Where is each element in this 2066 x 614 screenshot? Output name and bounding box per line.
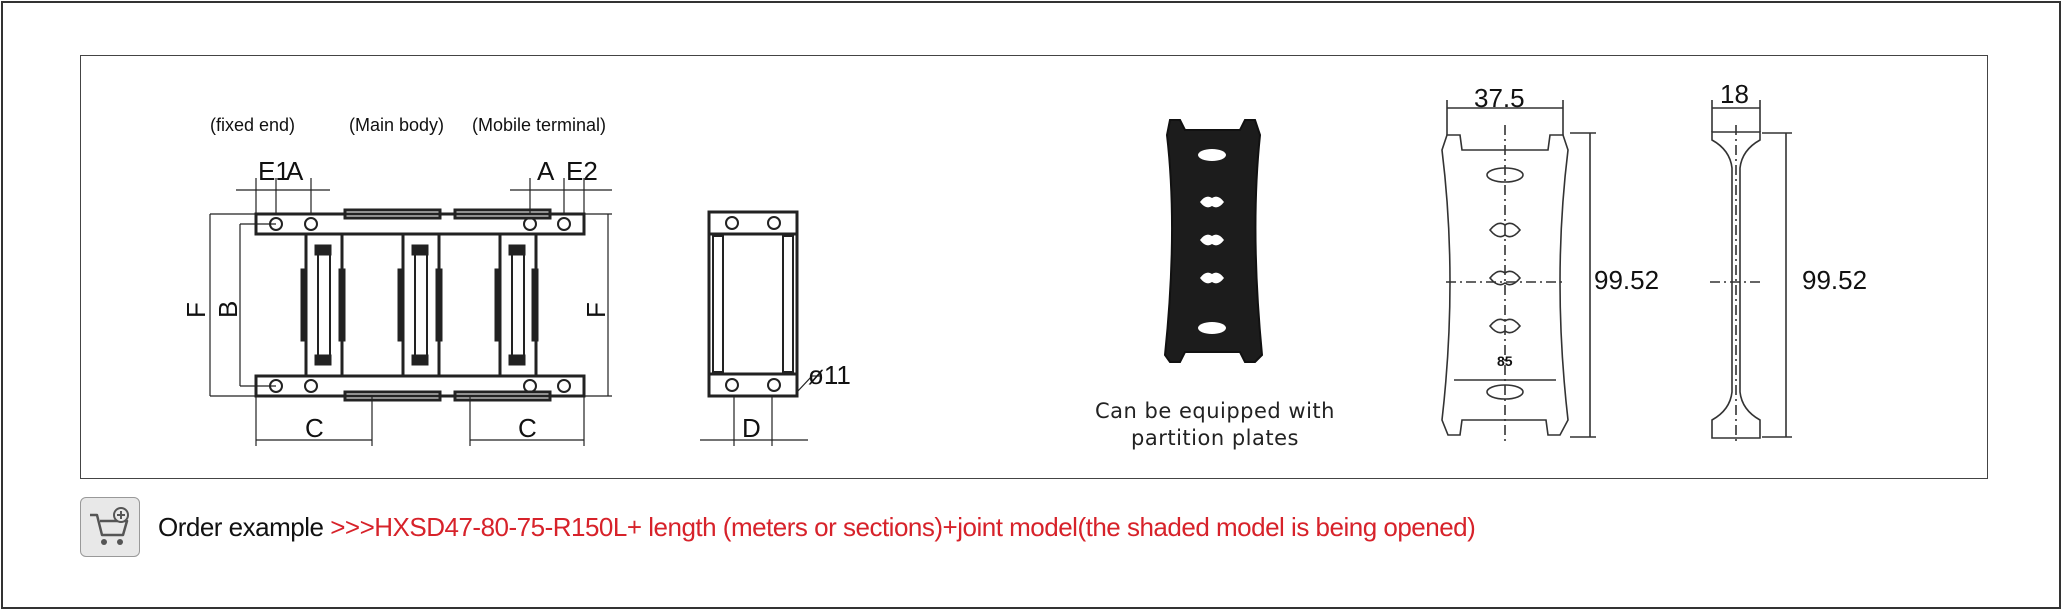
dim-a-right-label: A [537, 156, 555, 186]
dim-width-37-5: 37.5 [1474, 83, 1525, 113]
plate-mark-85: 85 [1497, 353, 1513, 369]
fixed-end-label: (fixed end) [210, 115, 295, 135]
dim-b-label: B [213, 301, 243, 318]
order-example-text: Order example >>>HXSD47-80-75-R150L+ len… [158, 511, 1476, 543]
cross-section-dimension-lines [700, 375, 822, 446]
dim-c-left-label: C [305, 413, 324, 443]
shopping-cart-add-icon[interactable] [80, 497, 140, 557]
order-example-row: Order example >>>HXSD47-80-75-R150L+ len… [80, 494, 1476, 560]
side-view-dimension-lines [209, 178, 612, 446]
partition-plate-front-drawing [1441, 100, 1596, 445]
cart-glyph [90, 507, 129, 545]
mobile-terminal-label: (Mobile terminal) [472, 115, 606, 135]
dim-width-18: 18 [1720, 79, 1749, 109]
order-example-model: >>>HXSD47-80-75-R150L+ length (meters or… [330, 511, 1476, 542]
drawing-panel [80, 55, 1988, 479]
main-body-label: (Main body) [349, 115, 444, 135]
dim-e1-label: E1 [258, 156, 290, 186]
dim-f-right-label: F [581, 302, 611, 318]
partition-note-line1: Can be equipped with [1095, 399, 1335, 423]
dim-height-99-52-side: 99.52 [1802, 265, 1867, 295]
dim-c-right-label: C [518, 413, 537, 443]
partition-plate-side-drawing [1710, 100, 1792, 445]
dim-diameter-label: ø11 [808, 360, 851, 390]
dim-d-label: D [742, 413, 761, 443]
chain-cross-section [707, 210, 799, 398]
dim-f-left-label: F [181, 302, 211, 318]
order-example-prefix: Order example [158, 511, 324, 542]
partition-note-line2: partition plates [1131, 426, 1299, 450]
dim-a-left-label: A [286, 156, 304, 186]
dim-height-99-52-front: 99.52 [1594, 265, 1659, 295]
dim-e2-label: E2 [566, 156, 598, 186]
chain-side-view [254, 208, 586, 402]
partition-note: Can be equipped with partition plates [1080, 398, 1350, 452]
partition-plate-illustration [1163, 119, 1264, 363]
